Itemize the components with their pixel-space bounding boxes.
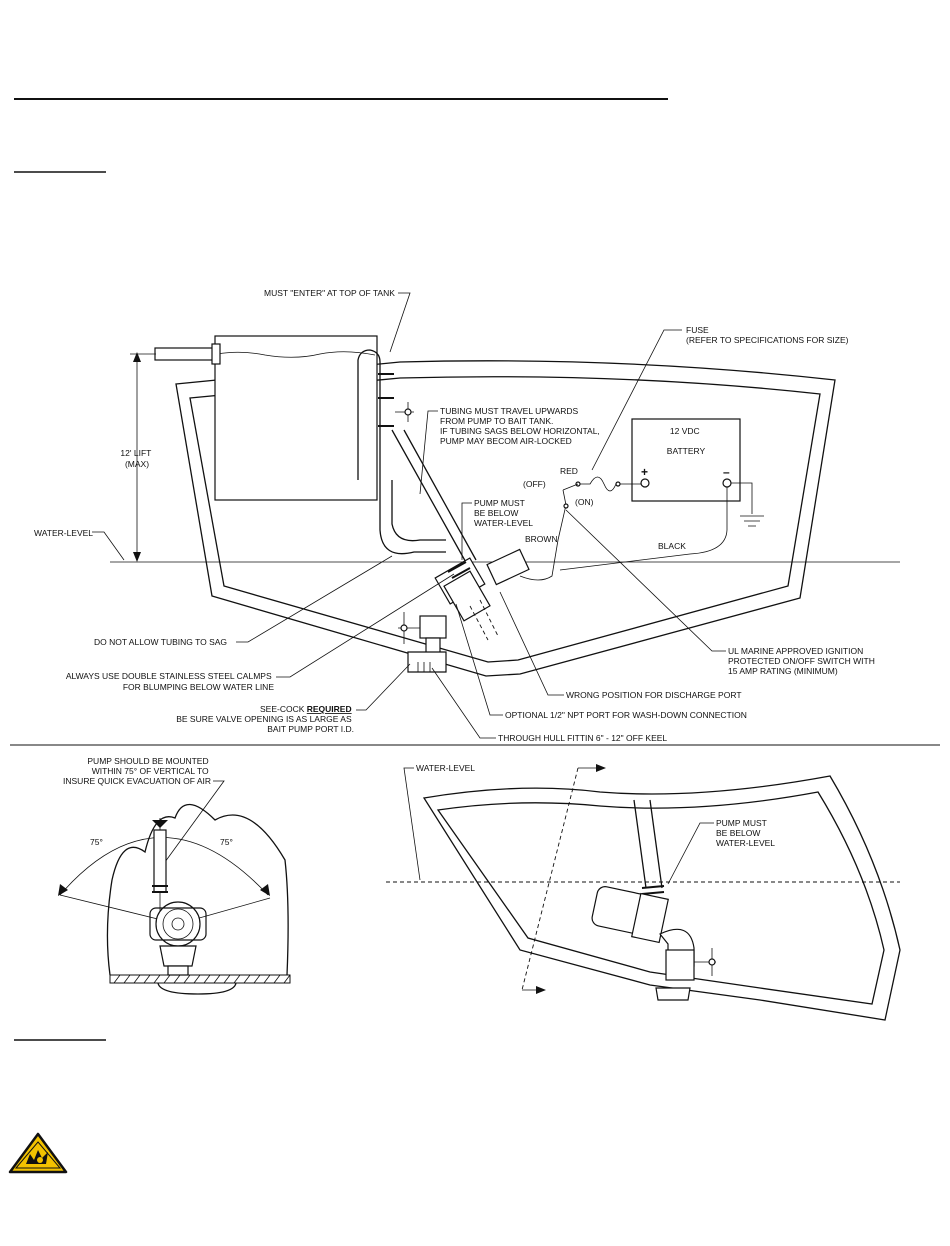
top-diagram: 12' LIFT (MAX) WATER-LEVEL [34,288,900,743]
fuse-terminal-b [615,481,621,487]
brown-label: BROWN [525,534,558,544]
black-label: BLACK [658,541,686,551]
tank-inlet-standpipe [357,349,381,480]
tank-overflow-pipe [154,347,218,361]
arc-arrow-left [58,884,68,896]
red-wire [580,476,641,492]
section-arrow-bottom-head [536,986,546,994]
positive-symbol: + [641,465,648,479]
tank-water-surface [216,351,376,358]
pump-below-leader [461,502,472,560]
side-water-level-leader [403,767,421,881]
side-pump [591,886,716,1001]
tubing-leader [419,410,438,495]
side-pump-below-note: PUMP MUST BE BELOW WATER-LEVEL [716,818,775,848]
side-hose-clamps [641,885,665,895]
no-sag-label: DO NOT ALLOW TUBING TO SAG [94,637,227,647]
ul-switch-leader [565,509,726,652]
seacock-valve [398,612,447,673]
negative-symbol: – [723,465,730,479]
optional-port-label: OPTIONAL 1/2" NPT PORT FOR WASH-DOWN CON… [505,710,747,720]
hose-clamps [152,885,168,893]
pump-body-ring [162,908,194,940]
mount-note-leader [164,780,225,863]
axis-marker [152,820,168,828]
bait-tank [214,335,378,501]
switch-pivot [563,503,569,509]
no-sag-leader [236,555,393,643]
battery-positive-terminal [640,478,650,488]
discharge-tubing-inner [391,480,446,542]
battery-negative-terminal [722,478,732,488]
clamps-note: ALWAYS USE DOUBLE STAINLESS STEEL CALMPS… [66,671,274,692]
angle-left-label: 75° [90,837,103,847]
brown-wire [519,504,567,581]
clamps-leader [276,573,455,678]
explosion-warning-icon [8,1132,68,1174]
section-cut-line [521,767,579,991]
ground-symbol [740,515,764,527]
battery [631,418,741,502]
lift-label: 12' LIFT (MAX) [120,448,153,469]
side-hull-outline [422,775,901,1021]
side-view-diagram: WATER-LEVEL PUMP MUST BE BELOW WATER-LEV… [386,763,901,1021]
hull-outline [175,360,836,677]
must-enter-leader [389,292,411,353]
angle-right-label: 75° [220,837,233,847]
optional-port-leader [455,603,503,716]
tank-overflow-flange [211,343,221,365]
wrong-position-label: WRONG POSITION FOR DISCHARGE PORT [566,690,742,700]
mount-angle-diagram: PUMP SHOULD BE MOUNTED WITHIN 75° OF VER… [58,756,291,995]
switch-off-label: (OFF) [523,479,546,489]
switch-on-label: (ON) [575,497,594,507]
lift-arrow-bottom [133,552,141,562]
fuse-leader [591,329,682,471]
fuse-label: FUSE (REFER TO SPECIFICATIONS FOR SIZE) [686,325,849,345]
seacock-note: SEE-COCK REQUIRED BE SURE VALVE OPENING … [176,704,354,734]
black-wire [559,487,728,571]
section-arrow-top-head [596,764,606,772]
mount-surface-hatch [113,974,291,984]
through-hull-leader [431,667,496,739]
discharge-tubing [379,480,446,555]
side-tubing [633,799,663,889]
lift-arrow-top [133,352,141,362]
pump-body-hub [171,917,185,931]
seacock-leader [356,663,411,711]
arc-arrow-right [260,884,270,896]
wrong-position-leader [499,591,564,696]
tank-side-valve-knob [404,408,412,416]
through-hull-fitting [157,982,237,995]
switch [562,483,579,506]
battery-label: 12 VDC BATTERY [667,426,706,456]
hull-section [106,803,289,976]
side-pump-below-leader [667,822,714,885]
water-level-leader [92,531,125,561]
upward-tubing [391,429,477,567]
pump-foot [167,965,189,976]
tubing-note: TUBING MUST TRAVEL UPWARDS FROM PUMP TO … [440,406,602,446]
bait-pump [434,548,530,641]
red-label: RED [560,466,578,476]
pump-base [159,945,197,967]
mount-angle-note: PUMP SHOULD BE MOUNTED WITHIN 75° OF VER… [63,756,211,786]
tank-wall-fittings [378,373,394,427]
through-hull-label: THROUGH HULL FITTIN 6" - 12" OFF KEEL [498,733,667,743]
water-level-label: WATER-LEVEL [34,528,93,538]
vertical-hose [153,829,167,893]
ground-wire [731,482,753,514]
pump-body-side [149,907,207,941]
hull-inner-outline [189,376,821,663]
must-enter-label: MUST "ENTER" AT TOP OF TANK [264,288,395,298]
side-water-level-label: WATER-LEVEL [416,763,475,773]
side-hull-inner [436,791,885,1005]
ul-switch-note: UL MARINE APPROVED IGNITION PROTECTED ON… [728,646,877,676]
pump-below-note: PUMP MUST BE BELOW WATER-LEVEL [474,498,533,528]
